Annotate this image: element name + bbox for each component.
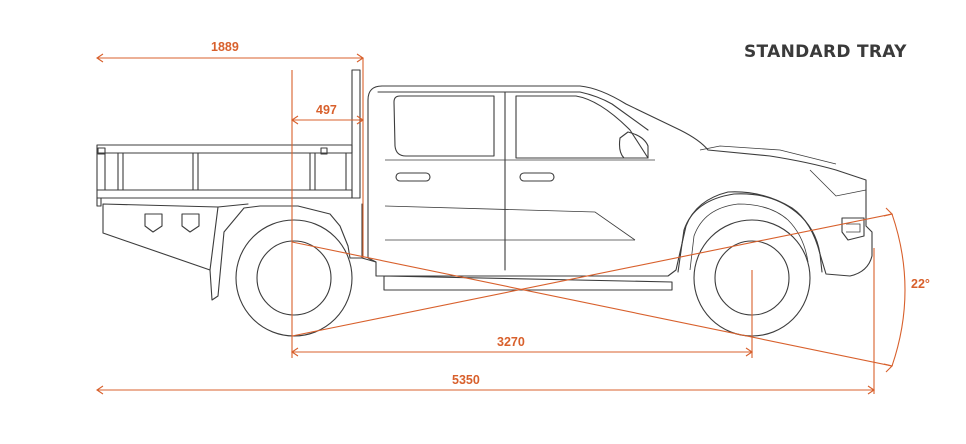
front-door-handle	[519, 172, 555, 182]
tray-length-label: 1889	[211, 40, 239, 54]
tray-bottom-rail	[96, 189, 353, 199]
tray-underbody	[102, 203, 363, 301]
dimension-lines: 1889 497 3270 5350	[96, 40, 930, 395]
front-window	[515, 95, 649, 159]
approach-angle-arc	[891, 213, 906, 367]
overall-length-label: 5350	[452, 373, 480, 387]
tray	[96, 69, 361, 207]
rear-tyre	[235, 219, 353, 337]
rear-rim	[256, 240, 332, 316]
tray-overhang-label: 497	[316, 103, 337, 117]
approach-angle-label: 22°	[911, 277, 930, 291]
side-step	[383, 275, 673, 291]
fog-light	[841, 217, 865, 241]
side-mirror	[618, 131, 649, 159]
tray-headboard	[351, 69, 361, 199]
cab	[361, 85, 873, 291]
wheelbase-label: 3270	[497, 335, 525, 349]
rear-door-handle	[395, 172, 431, 182]
toolbox-lock-icon	[181, 213, 200, 233]
rear-window	[393, 95, 495, 157]
cab-body	[367, 85, 873, 277]
toolbox-lock-icon	[144, 213, 163, 233]
rear-wheel	[235, 219, 353, 337]
angle-line-upper	[291, 213, 893, 337]
tray-top-rail	[96, 144, 353, 154]
angle-line-lower	[291, 241, 893, 367]
diagram-title: STANDARD TRAY	[744, 42, 907, 62]
